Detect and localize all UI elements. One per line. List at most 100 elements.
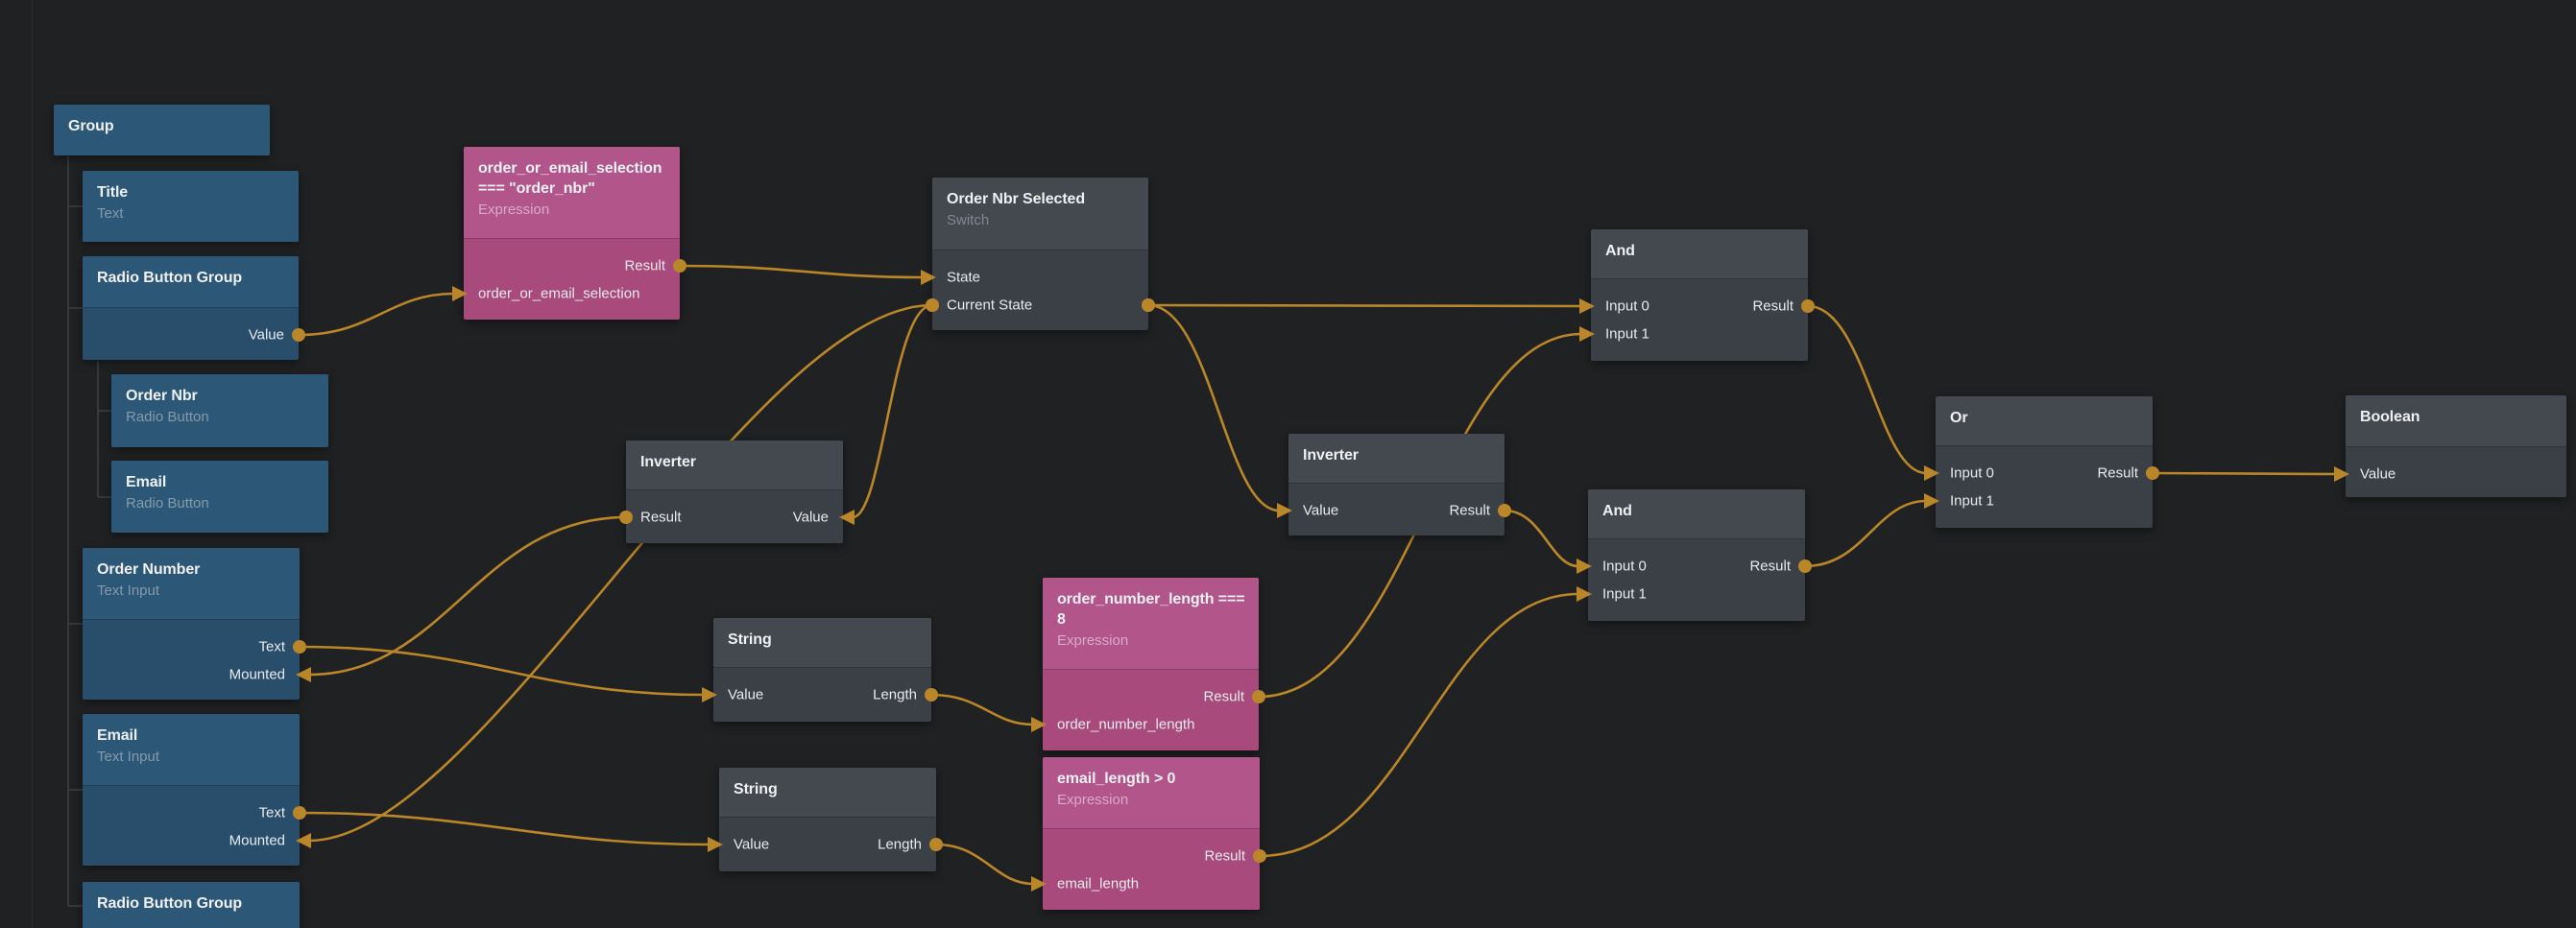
node-title: Order Nbr <box>126 388 198 404</box>
port-row: Value Length <box>713 680 931 708</box>
port-row: order_or_email_selection <box>464 279 680 307</box>
port-label-result[interactable]: Result <box>1749 558 1791 574</box>
port-label-result[interactable]: Result <box>624 257 665 274</box>
port-label-state[interactable]: State <box>947 269 981 285</box>
node-title: Inverter <box>640 454 696 470</box>
port-row: Mounted <box>83 660 300 688</box>
port-label-length[interactable]: Length <box>878 836 922 852</box>
node-title: And <box>1605 243 1635 259</box>
port-label-result[interactable]: Result <box>1449 502 1490 518</box>
port-label-value[interactable]: Value <box>1303 502 1339 518</box>
port-row: Input 0 Result <box>1936 459 2153 487</box>
node-title: And <box>1602 503 1632 519</box>
node-subtitle: Radio Button <box>126 494 209 512</box>
port-label-value[interactable]: Value <box>792 509 829 525</box>
port-row: Result <box>1043 682 1259 710</box>
node-expr_selection[interactable]: order_or_email_selection === "order_nbr"… <box>464 147 680 320</box>
port-label-result[interactable]: Result <box>640 509 682 525</box>
port-label-mounted[interactable]: Mounted <box>229 666 285 682</box>
port-label-input-0[interactable]: Input 0 <box>1605 297 1649 314</box>
port-label-result[interactable]: Result <box>2097 464 2138 481</box>
port-label-order-number-length[interactable]: order_number_length <box>1057 716 1195 732</box>
port-label-result[interactable]: Result <box>1752 297 1794 314</box>
node-radio_group_2[interactable]: Radio Button Group <box>83 882 300 928</box>
port-label-result[interactable]: Result <box>1204 847 1245 864</box>
port-row: Input 0 Result <box>1588 552 1805 580</box>
node-title: Email <box>126 474 167 490</box>
node-header: String <box>719 768 936 817</box>
node-title: String <box>734 781 778 797</box>
node-subtitle: Text Input <box>97 582 160 599</box>
node-title: Radio Button Group <box>97 270 243 286</box>
node-group[interactable]: Group <box>54 105 270 155</box>
port-label-mounted[interactable]: Mounted <box>229 832 285 848</box>
node-header: String <box>713 618 931 667</box>
node-title: order_or_email_selection === "order_nbr" <box>478 160 662 197</box>
port-label-value[interactable]: Value <box>2360 465 2396 482</box>
port-row: Result <box>1043 842 1260 869</box>
node-title: Group <box>68 118 114 134</box>
port-label-email-length[interactable]: email_length <box>1057 875 1140 892</box>
node-header: order_or_email_selection === "order_nbr"… <box>464 147 680 238</box>
node-subtitle: Radio Button <box>126 408 209 425</box>
port-label-input-1[interactable]: Input 1 <box>1605 325 1649 342</box>
port-label-order-or-email-selection[interactable]: order_or_email_selection <box>478 285 640 301</box>
node-title: Or <box>1950 410 1968 426</box>
node-header: Inverter <box>626 440 843 489</box>
port-row: State <box>932 263 1148 291</box>
port-label-value[interactable]: Value <box>248 326 284 343</box>
port-label-text[interactable]: Text <box>258 638 285 654</box>
port-row: Input 1 <box>1588 580 1805 607</box>
port-row: Mounted <box>83 826 300 854</box>
node-header: Or <box>1936 396 2153 445</box>
port-label-input-1[interactable]: Input 1 <box>1950 492 1994 509</box>
node-header: And <box>1588 489 1805 538</box>
port-row: Value Length <box>719 830 936 858</box>
node-title: Boolean <box>2360 409 2420 425</box>
node-subtitle: Text <box>97 204 124 222</box>
node-subtitle: Expression <box>1057 631 1129 649</box>
port-label-input-0[interactable]: Input 0 <box>1602 558 1647 574</box>
node-title: Inverter <box>1303 447 1359 464</box>
node-header: Group <box>54 105 270 155</box>
node-title: Title <box>97 184 129 201</box>
node-header: And <box>1591 229 1808 278</box>
port-label-input-1[interactable]: Input 1 <box>1602 585 1647 602</box>
port-label-input-0[interactable]: Input 0 <box>1950 464 1994 481</box>
port-label-result[interactable]: Result <box>1203 688 1244 704</box>
port-label-value[interactable]: Value <box>728 686 764 702</box>
port-label-text[interactable]: Text <box>258 804 285 821</box>
node-header: Boolean <box>2346 395 2566 446</box>
node-title: Radio Button Group <box>97 895 243 912</box>
panel-edge-line <box>32 0 33 928</box>
port-label-value[interactable]: Value <box>734 836 770 852</box>
port-label-length[interactable]: Length <box>873 686 917 702</box>
node-title: email_length > 0 <box>1057 771 1176 787</box>
port-label-current-state[interactable]: Current State <box>947 297 1033 313</box>
node-title: Order Number <box>97 561 201 578</box>
